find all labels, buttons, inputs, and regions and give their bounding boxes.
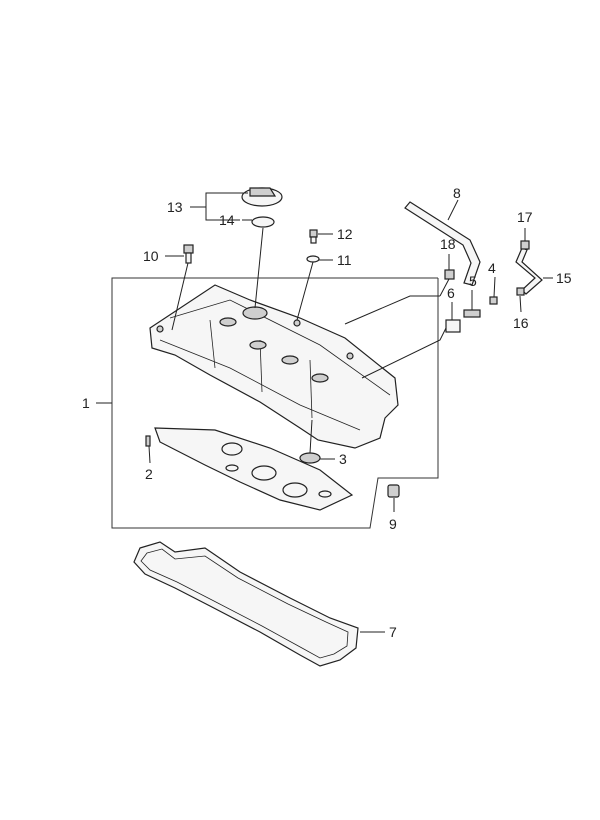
hose-part-8	[404, 201, 481, 286]
callout-7: 7	[389, 624, 397, 640]
callout-17: 17	[517, 209, 533, 225]
cap-gasket-part-14	[251, 216, 275, 228]
callout-6: 6	[447, 285, 455, 301]
callout-12: 12	[337, 226, 353, 242]
spark-plug-gasket-plate	[154, 427, 354, 511]
callout-11: 11	[337, 252, 352, 268]
callout-13: 13	[167, 199, 183, 215]
callout-9: 9	[389, 516, 397, 532]
reference-line-18	[439, 278, 450, 297]
bolt-part-12	[309, 229, 318, 244]
clamp-part-16	[516, 287, 525, 296]
reference-line-cap	[254, 227, 264, 309]
assembly-frame	[111, 277, 439, 529]
pcv-valve-part-5	[463, 309, 481, 318]
washer-part-11	[306, 255, 320, 263]
callout-16: 16	[513, 315, 529, 331]
clamp-part-18	[444, 269, 455, 280]
callout-5: 5	[469, 273, 477, 289]
callout-10: 10	[143, 248, 159, 264]
valve-cover	[149, 284, 399, 449]
oil-filler-cap-part-13	[241, 187, 283, 207]
callout-18: 18	[440, 236, 456, 252]
plug-part-9	[387, 484, 400, 498]
callout-1: 1	[82, 395, 90, 411]
callout-8: 8	[453, 185, 461, 201]
callout-4: 4	[488, 260, 496, 276]
hose-part-15	[515, 247, 543, 295]
reference-line-bolt12	[296, 261, 314, 321]
clamp-part-17	[520, 240, 530, 250]
reference-line-pcv	[361, 327, 447, 379]
clamp-part-4	[489, 296, 498, 305]
reference-line-seal	[309, 419, 313, 454]
seal-part-3	[299, 452, 321, 464]
reference-line-bolt10	[171, 262, 189, 331]
callout-14: 14	[219, 212, 235, 228]
bolt-part-10	[183, 244, 194, 264]
reference-line-hose	[344, 295, 440, 325]
valve-cover-gasket-part-7	[133, 541, 359, 667]
callout-3: 3	[339, 451, 347, 467]
grommet-part-6	[445, 319, 461, 333]
bolt-part-2	[145, 435, 151, 447]
callout-2: 2	[145, 466, 153, 482]
callout-15: 15	[556, 270, 572, 286]
